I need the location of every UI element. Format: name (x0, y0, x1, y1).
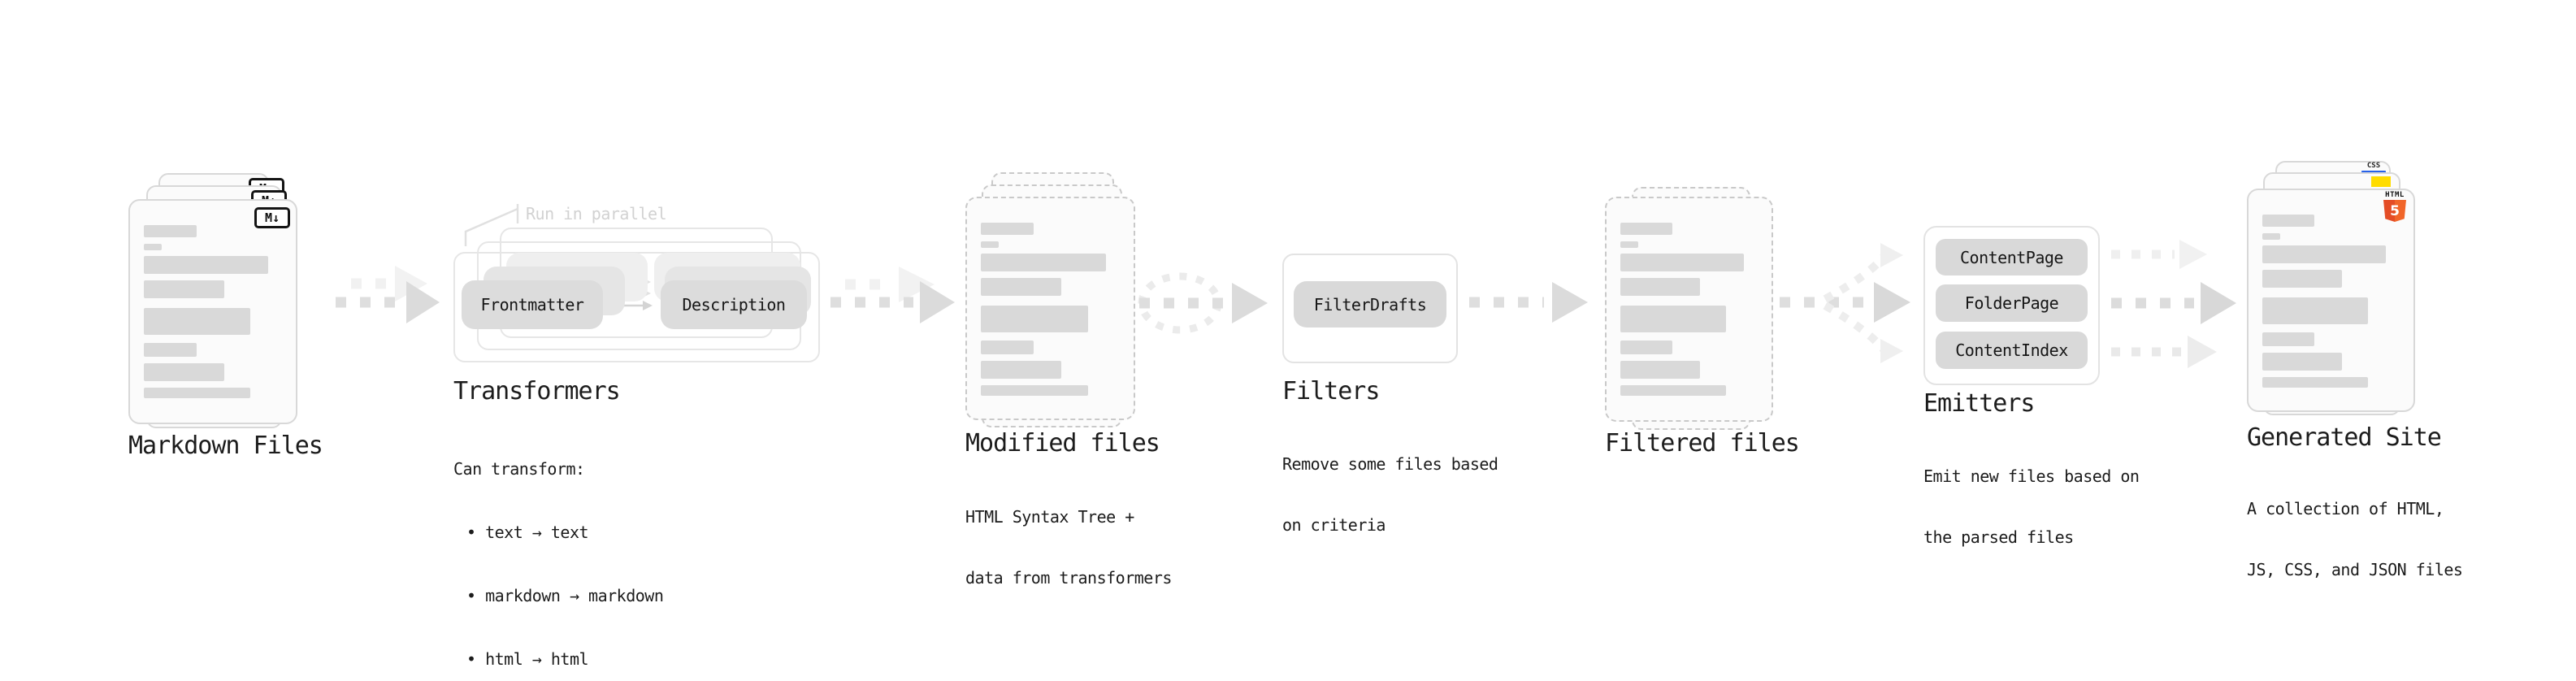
description-line: the parsed files (1923, 527, 2074, 547)
css-icon-label: CSS (2366, 162, 2381, 170)
description-line: • html → html (466, 649, 589, 669)
text-line-bar (2262, 245, 2387, 263)
text-line-bar (1620, 254, 1745, 271)
text-line-bar (981, 223, 1034, 235)
text-line-bar (981, 340, 1034, 354)
text-line-bar (981, 306, 1088, 332)
filters-description: Remove some files based on criteria (1282, 414, 1498, 576)
description-line: Remove some files based (1282, 454, 1498, 474)
transformers-description: Can transform: • text → text • markdown … (453, 416, 664, 681)
arrow-markdown-to-transformers (336, 266, 440, 323)
html5-number: 5 (2390, 202, 2400, 219)
text-line-bar (2262, 332, 2315, 346)
folderpage-button: FolderPage (1936, 284, 2088, 322)
document-text-placeholder (144, 201, 282, 423)
description-line: A collection of HTML, (2247, 499, 2444, 518)
description-line: on criteria (1282, 515, 1386, 535)
document-text-placeholder (2262, 190, 2400, 410)
emitters-panel: ContentPage FolderPage ContentIndex (1923, 226, 2100, 385)
document-text-placeholder (981, 198, 1120, 419)
filters-label: Filters (1282, 377, 1380, 406)
text-line-bar (981, 278, 1062, 296)
emitters-label: Emitters (1923, 389, 2035, 418)
contentpage-button: ContentPage (1936, 239, 2088, 275)
text-line-bar (1620, 278, 1701, 296)
text-line-bar (144, 256, 268, 274)
filtered-file-card (1605, 197, 1773, 422)
transformers-label: Transformers (453, 377, 621, 406)
description-line: • markdown → markdown (466, 586, 664, 605)
text-line-bar (144, 280, 224, 298)
description-line: Can transform: (453, 459, 585, 479)
html5-logo-icon: HTML 5 (2379, 191, 2410, 222)
arrow-filtered-to-emitters (1780, 243, 1910, 363)
description-line: data from transformers (965, 568, 1172, 588)
arrow-modified-to-filters (1138, 272, 1268, 334)
markdown-files-label: Markdown Files (128, 432, 323, 460)
text-line-bar (2262, 270, 2343, 288)
text-line-bar (1620, 306, 1727, 332)
description-line: • text → text (466, 523, 589, 542)
text-line-bar (981, 241, 1000, 248)
text-line-bar (1620, 361, 1701, 379)
arrow-filters-to-filtered (1469, 282, 1588, 323)
description-line: Emit new files based on (1923, 466, 2140, 486)
text-line-bar (1620, 340, 1673, 354)
text-line-bar (2262, 215, 2315, 227)
text-line-bar (981, 254, 1106, 271)
filters-panel: FilterDrafts (1282, 254, 1458, 363)
html5-logo-text: HTML (2385, 191, 2405, 199)
markdown-icon: M↓ (254, 207, 290, 228)
description-line: HTML Syntax Tree + (965, 507, 1134, 527)
text-line-bar (144, 388, 250, 398)
js-file-icon (2371, 176, 2391, 187)
arrow-transformers-to-modified (830, 267, 955, 323)
text-line-bar (2262, 377, 2369, 388)
text-line-bar (144, 225, 197, 237)
run-in-parallel-note: Run in parallel (526, 204, 667, 223)
generated-file-card (2247, 189, 2415, 412)
text-line-bar (1620, 241, 1638, 248)
generated-site-label: Generated Site (2247, 423, 2442, 452)
arrow-emitters-to-generated (2111, 240, 2236, 368)
text-line-bar (981, 361, 1062, 379)
text-line-bar (2262, 297, 2369, 324)
modified-files-label: Modified files (965, 429, 1160, 458)
text-line-bar (981, 385, 1088, 396)
text-line-bar (144, 244, 163, 250)
modified-files-description: HTML Syntax Tree + data from transformer… (965, 466, 1172, 629)
text-line-bar (1620, 385, 1727, 396)
filterdrafts-button: FilterDrafts (1294, 281, 1446, 327)
description-line: JS, CSS, and JSON files (2247, 560, 2463, 579)
emitters-description: Emit new files based on the parsed files (1923, 426, 2140, 588)
html5-shield: 5 (2383, 200, 2406, 222)
contentindex-button: ContentIndex (1936, 332, 2088, 369)
text-line-bar (144, 363, 224, 381)
description-button: Description (661, 280, 807, 329)
modified-file-card (965, 197, 1135, 420)
text-line-bar (1620, 223, 1673, 235)
filtered-files-label: Filtered files (1605, 429, 1800, 458)
text-line-bar (144, 308, 250, 335)
frontmatter-button: Frontmatter (462, 280, 603, 329)
text-line-bar (144, 343, 197, 357)
text-line-bar (2262, 353, 2343, 371)
text-line-bar (2262, 233, 2280, 240)
markdown-file-card (128, 199, 297, 424)
document-text-placeholder (1620, 198, 1758, 420)
generated-site-description: A collection of HTML, JS, CSS, and JSON … (2247, 458, 2463, 621)
run-in-parallel-leader-line (464, 204, 519, 246)
